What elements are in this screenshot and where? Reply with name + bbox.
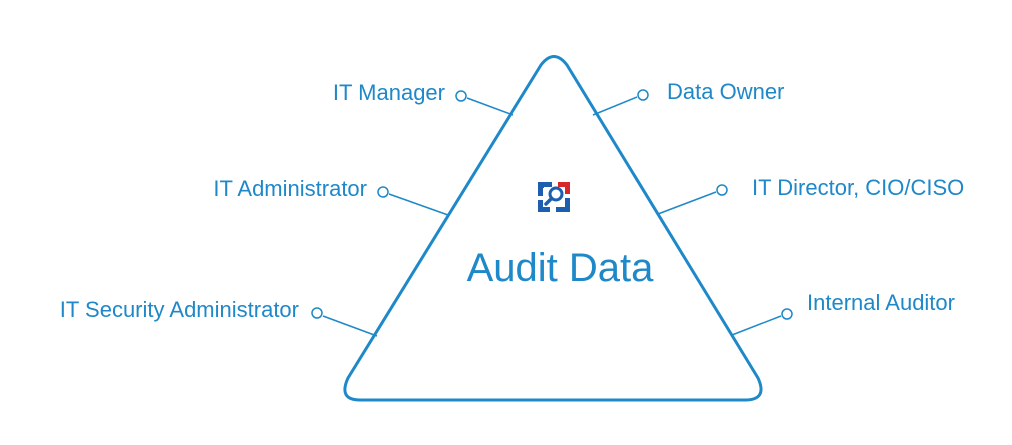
connector-it-manager	[466, 97, 514, 116]
connector-data-owner	[592, 96, 638, 116]
role-label-it-manager: IT Manager	[332, 80, 445, 105]
role-label-internal-auditor: Internal Auditor	[807, 290, 955, 315]
connector-dot-data-owner	[637, 89, 649, 101]
connector-it-director	[657, 191, 717, 215]
connector-it-administrator	[388, 193, 449, 216]
role-label-it-administrator: IT Administrator	[213, 176, 367, 201]
connector-internal-auditor	[731, 315, 782, 336]
connector-dot-it-administrator	[377, 186, 389, 198]
connector-dot-it-director	[716, 184, 728, 196]
role-label-it-security-administrator: IT Security Administrator	[59, 297, 299, 322]
audit-triangle	[343, 55, 763, 402]
role-label-data-owner: Data Owner	[667, 79, 785, 104]
center-label: Audit Data	[466, 246, 654, 290]
connector-it-security-administrator	[322, 315, 378, 337]
connector-dot-internal-auditor	[781, 308, 793, 320]
connector-dot-it-security-administrator	[311, 307, 323, 319]
audit-logo-icon	[538, 182, 570, 212]
role-label-it-director: IT Director, CIO/CISO	[752, 175, 965, 200]
connector-dot-it-manager	[455, 90, 467, 102]
